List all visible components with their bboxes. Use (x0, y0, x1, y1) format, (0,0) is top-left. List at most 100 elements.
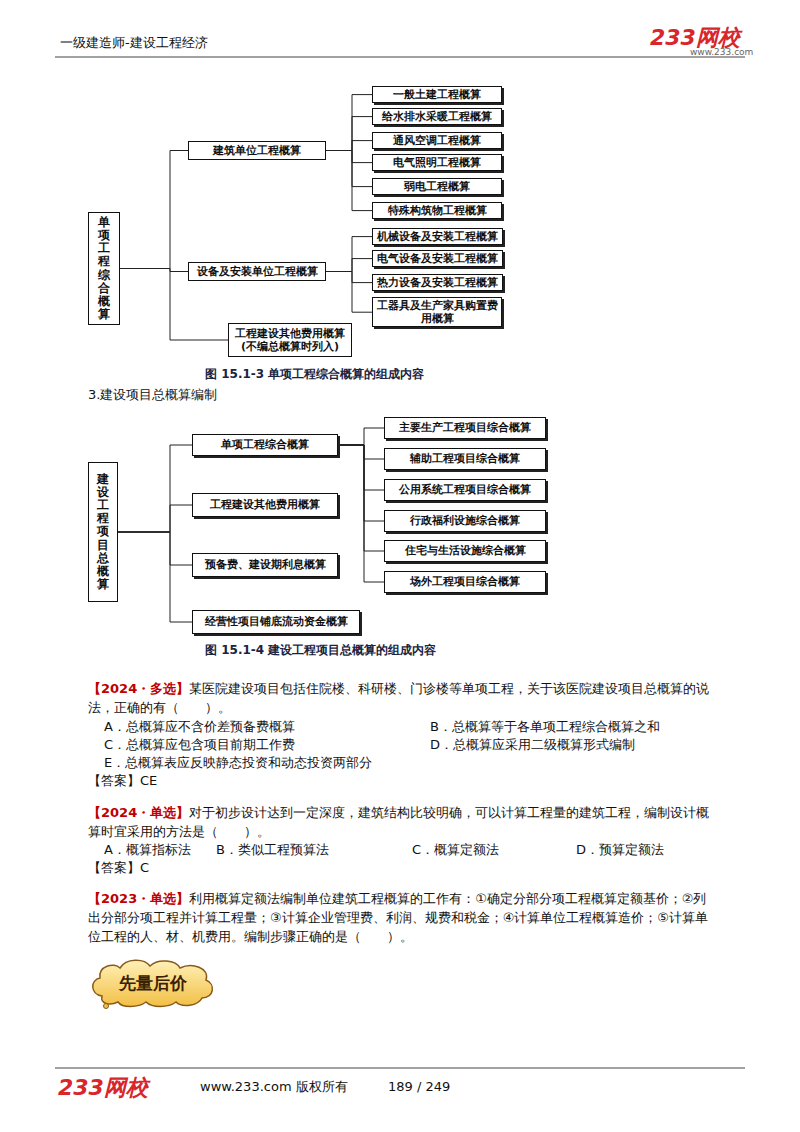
tree-connector (338, 445, 384, 459)
figure-caption: 图 15.1-3 单项工程综合概算的组成内容 (205, 366, 424, 383)
tree-connector (118, 532, 192, 565)
tree-connector (118, 532, 192, 622)
tree-box: 工器具及生产家具购置费用概算 (372, 297, 502, 327)
root-box: 建设工程项目总概算 (88, 462, 118, 602)
text-label: B．类似工程预算法 (216, 841, 329, 860)
root-box: 单项工程综合概算 (88, 212, 120, 325)
box-text: 主要生产工程项目综合概算 (399, 421, 531, 434)
tree-box: 辅助工程项目综合概算 (384, 448, 546, 470)
box-text: 辅助工程项目综合概算 (410, 452, 520, 465)
tree-box: 一般土建工程概算 (372, 86, 502, 103)
tree-box: 通风空调工程概算 (372, 132, 502, 149)
text-label: 一级建造师-建设工程经济 (60, 34, 208, 53)
box-text: 住宅与生活设施综合概算 (405, 544, 526, 557)
tree-connector (338, 445, 384, 521)
tree-box: 电气照明工程概算 (372, 154, 502, 171)
tree-connector (118, 445, 192, 532)
tree-connector (326, 259, 372, 272)
box-text: 机械设备及安装工程概算 (377, 230, 498, 243)
box-text: 特殊构筑物工程概算 (388, 204, 487, 217)
tree-connector (338, 445, 384, 582)
text-label: 【答案】CE (88, 772, 157, 791)
text-label: 3.建设项目总概算编制 (88, 386, 217, 405)
question-paragraph: 【2023・单选】利用概算定额法编制单位建筑工程概算的工作有：①确定分部分项工程… (88, 890, 716, 947)
box-text: 行政福利设施综合概算 (410, 514, 520, 527)
box-text: 电气设备及安装工程概算 (377, 252, 498, 265)
question-tag: 【2024・多选】 (88, 681, 189, 696)
brand-logo: 233网校 (58, 1072, 148, 1104)
box-text: 单项工程综合概算 (98, 216, 110, 322)
text-label: D．预算定额法 (576, 841, 664, 860)
text-label: D．总概算应采用二级概算形式编制 (430, 736, 635, 755)
question-paragraph: 【2024・多选】某医院建设项目包括住院楼、科研楼、门诊楼等单项工程，关于该医院… (88, 680, 716, 718)
text-label: E．总概算表应反映静态投资和动态投资两部分 (104, 754, 372, 773)
box-text: 热力设备及安装工程概算 (377, 276, 498, 289)
figure-caption: 图 15.1-4 建设工程项目总概算的组成内容 (205, 642, 436, 659)
tree-box: 单项工程综合概算 (192, 434, 338, 456)
box-text: 建设工程项目总概算 (97, 473, 109, 592)
tree-connector (118, 505, 192, 532)
cloud-badge: 先量后价 (88, 956, 218, 1010)
tree-box: 工程建设其他费用概算 (不编总概算时列入) (228, 323, 352, 357)
box-text: 先量后价 (119, 973, 187, 993)
tree-box: 给水排水采暖工程概算 (372, 108, 502, 125)
tree-connector (120, 151, 188, 269)
tree-connector (326, 272, 372, 313)
box-text: 一般土建工程概算 (393, 88, 481, 101)
tree-connector (326, 117, 372, 151)
tree-connector (326, 151, 372, 211)
tree-box: 设备及安装单位工程概算 (188, 262, 326, 281)
tree-box: 机械设备及安装工程概算 (372, 228, 503, 245)
footer-rule (55, 1068, 745, 1069)
tree-box: 建筑单位工程概算 (188, 141, 326, 160)
box-text: 通风空调工程概算 (393, 134, 481, 147)
question-paragraph: 【2024・单选】对于初步设计达到一定深度，建筑结构比较明确，可以计算工程量的建… (88, 804, 716, 842)
tree-connector (338, 428, 384, 445)
question-tag: 【2024・单选】 (88, 805, 189, 820)
text-label: B．总概算等于各单项工程综合概算之和 (430, 718, 660, 737)
box-text: 工器具及生产家具购置费用概算 (376, 299, 498, 325)
box-text: 给水排水采暖工程概算 (382, 110, 492, 123)
tree-connector (338, 445, 384, 551)
tree-box: 工程建设其他费用概算 (192, 493, 338, 517)
box-text: 工程建设其他费用概算 (210, 498, 320, 511)
box-text: 设备及安装单位工程概算 (197, 265, 318, 278)
tree-box: 公用系统工程项目综合概算 (384, 479, 546, 501)
question-tag: 【2023・单选】 (88, 891, 189, 906)
text-label: C．总概算应包含项目前期工作费 (104, 736, 295, 755)
box-text: 单项工程综合概算 (221, 438, 309, 451)
tree-connector (338, 445, 384, 490)
tree-box: 电气设备及安装工程概算 (372, 250, 503, 267)
tree-box: 行政福利设施综合概算 (384, 510, 546, 532)
tree-box: 特殊构筑物工程概算 (372, 202, 502, 219)
box-text: 电气照明工程概算 (393, 156, 481, 169)
text-label: A．总概算应不含价差预备费概算 (104, 718, 295, 737)
tree-box: 预备费、建设期利息概算 (192, 553, 338, 577)
box-text: 弱电工程概算 (404, 180, 470, 193)
tree-box: 主要生产工程项目综合概算 (384, 417, 546, 439)
header-rule (55, 57, 745, 58)
tree-box: 住宅与生活设施综合概算 (384, 540, 546, 562)
box-text: 经营性项目铺底流动资金概算 (205, 615, 348, 628)
box-text: 预备费、建设期利息概算 (205, 558, 326, 571)
text-label: A．概算指标法 (104, 841, 191, 860)
tree-box: 热力设备及安装工程概算 (372, 274, 503, 291)
tree-box: 场外工程项目综合概算 (384, 571, 546, 593)
tree-connector (326, 151, 372, 187)
box-text: 场外工程项目综合概算 (410, 575, 520, 588)
text-label: 189 / 249 (388, 1078, 450, 1097)
tree-connector (326, 272, 372, 283)
box-text: 公用系统工程项目综合概算 (399, 483, 531, 496)
tree-connector (326, 95, 372, 151)
text-label: www.233.com 版权所有 (200, 1078, 348, 1097)
tree-connector (326, 237, 372, 272)
text-label: C．概算定额法 (412, 841, 499, 860)
box-text: 建筑单位工程概算 (213, 144, 301, 157)
text-label: 【答案】C (88, 859, 149, 878)
tree-box: 弱电工程概算 (372, 178, 502, 195)
text-label: www.233.com (690, 46, 753, 59)
box-text: 工程建设其他费用概算 (不编总概算时列入) (232, 327, 348, 353)
tree-box: 经营性项目铺底流动资金概算 (192, 610, 360, 634)
tree-connector (326, 141, 372, 151)
